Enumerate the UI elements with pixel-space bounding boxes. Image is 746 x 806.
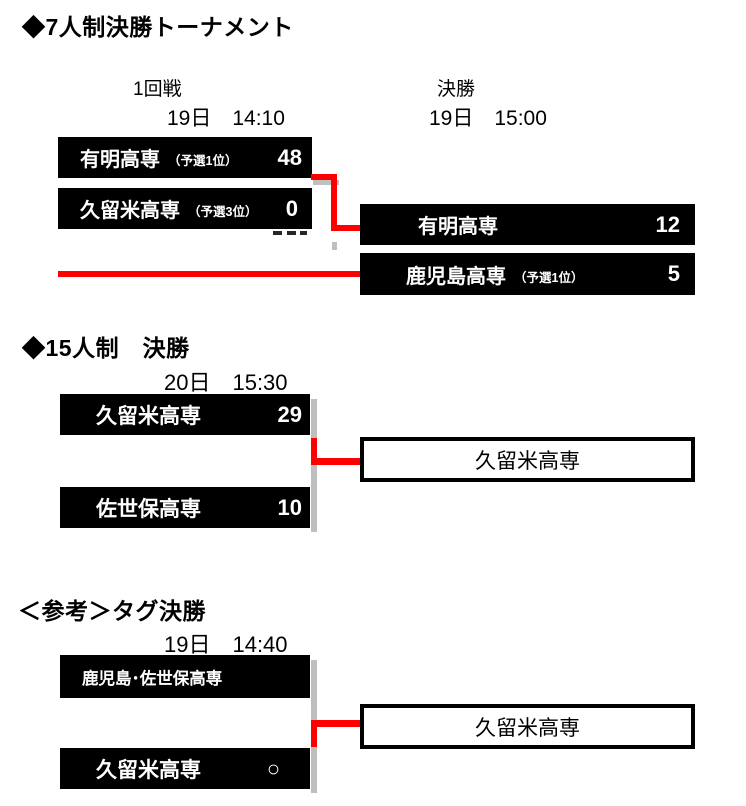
final-label: 決勝: [437, 79, 476, 100]
winner-box-fifteens: 久留米高専: [360, 437, 695, 482]
final-datetime: 19日 15:00: [429, 107, 547, 130]
connector-line: [311, 458, 362, 465]
match-box-sevens-final-team1: 有明高専 12: [360, 204, 695, 245]
fifteens-datetime: 20日 15:30: [164, 370, 288, 395]
connector-line: [311, 174, 337, 180]
team-score: 48: [277, 144, 302, 170]
team-score: 29: [277, 401, 302, 427]
tag-datetime: 19日 14:40: [164, 632, 288, 657]
team-name: 久留米高専: [96, 404, 201, 428]
bracket-shadow-line: [311, 399, 317, 532]
round1-datetime: 19日 14:10: [167, 107, 285, 130]
connector-shadow: [332, 242, 337, 250]
connector-line: [311, 720, 362, 727]
match-box-sevens-r1-team1: 有明高専 （予選1位） 48: [58, 137, 312, 178]
team-name: 久留米高専: [80, 200, 180, 222]
clipped-text-artifact: [287, 231, 296, 235]
clipped-text-artifact: [273, 231, 282, 235]
winner-name: 久留米高専: [475, 716, 580, 740]
connector-line: [311, 720, 317, 747]
team-seed: （予選1位）: [514, 270, 584, 285]
match-box-sevens-r1-team2: 久留米高専 （予選3位） 0: [58, 188, 312, 229]
team-score: 5: [667, 261, 680, 286]
team-name: 久留米高専: [96, 758, 201, 782]
connector-line: [331, 225, 363, 231]
match-box-fifteens-team1: 久留米高専 29: [60, 394, 310, 435]
team-name: 有明高専: [80, 149, 160, 171]
section-title-tag: ＜参考＞タグ決勝: [18, 598, 206, 624]
team-name: 佐世保高専: [96, 497, 201, 521]
team-score: 0: [285, 195, 298, 221]
team-score: 10: [277, 494, 302, 520]
team-score: ○: [266, 755, 280, 781]
connector-line: [331, 174, 337, 231]
team-score: 12: [655, 211, 680, 237]
winner-box-tag: 久留米高専: [360, 704, 695, 749]
match-box-sevens-final-team2: 鹿児島高専 （予選1位） 5: [360, 253, 695, 295]
match-box-fifteens-team2: 佐世保高専 10: [60, 487, 310, 528]
match-box-tag-team1: 鹿児島･佐世保高専: [60, 655, 310, 698]
team-name: 鹿児島高専: [406, 265, 506, 288]
section-title-fifteens: ◆15人制 決勝: [22, 335, 190, 361]
section-title-sevens: ◆7人制決勝トーナメント: [22, 14, 294, 40]
connector-shadow: [313, 180, 339, 185]
round1-label: 1回戦: [133, 79, 182, 100]
connector-line: [311, 438, 317, 465]
winner-name: 久留米高専: [475, 449, 580, 473]
team-seed: （予選3位）: [188, 205, 258, 219]
team-seed: （予選1位）: [168, 154, 238, 168]
team-name: 有明高専: [418, 216, 498, 238]
connector-line: [58, 271, 363, 277]
clipped-text-artifact: [300, 231, 307, 235]
team-name: 鹿児島･佐世保高専: [82, 669, 223, 688]
match-box-tag-team2: 久留米高専 ○: [60, 748, 310, 789]
